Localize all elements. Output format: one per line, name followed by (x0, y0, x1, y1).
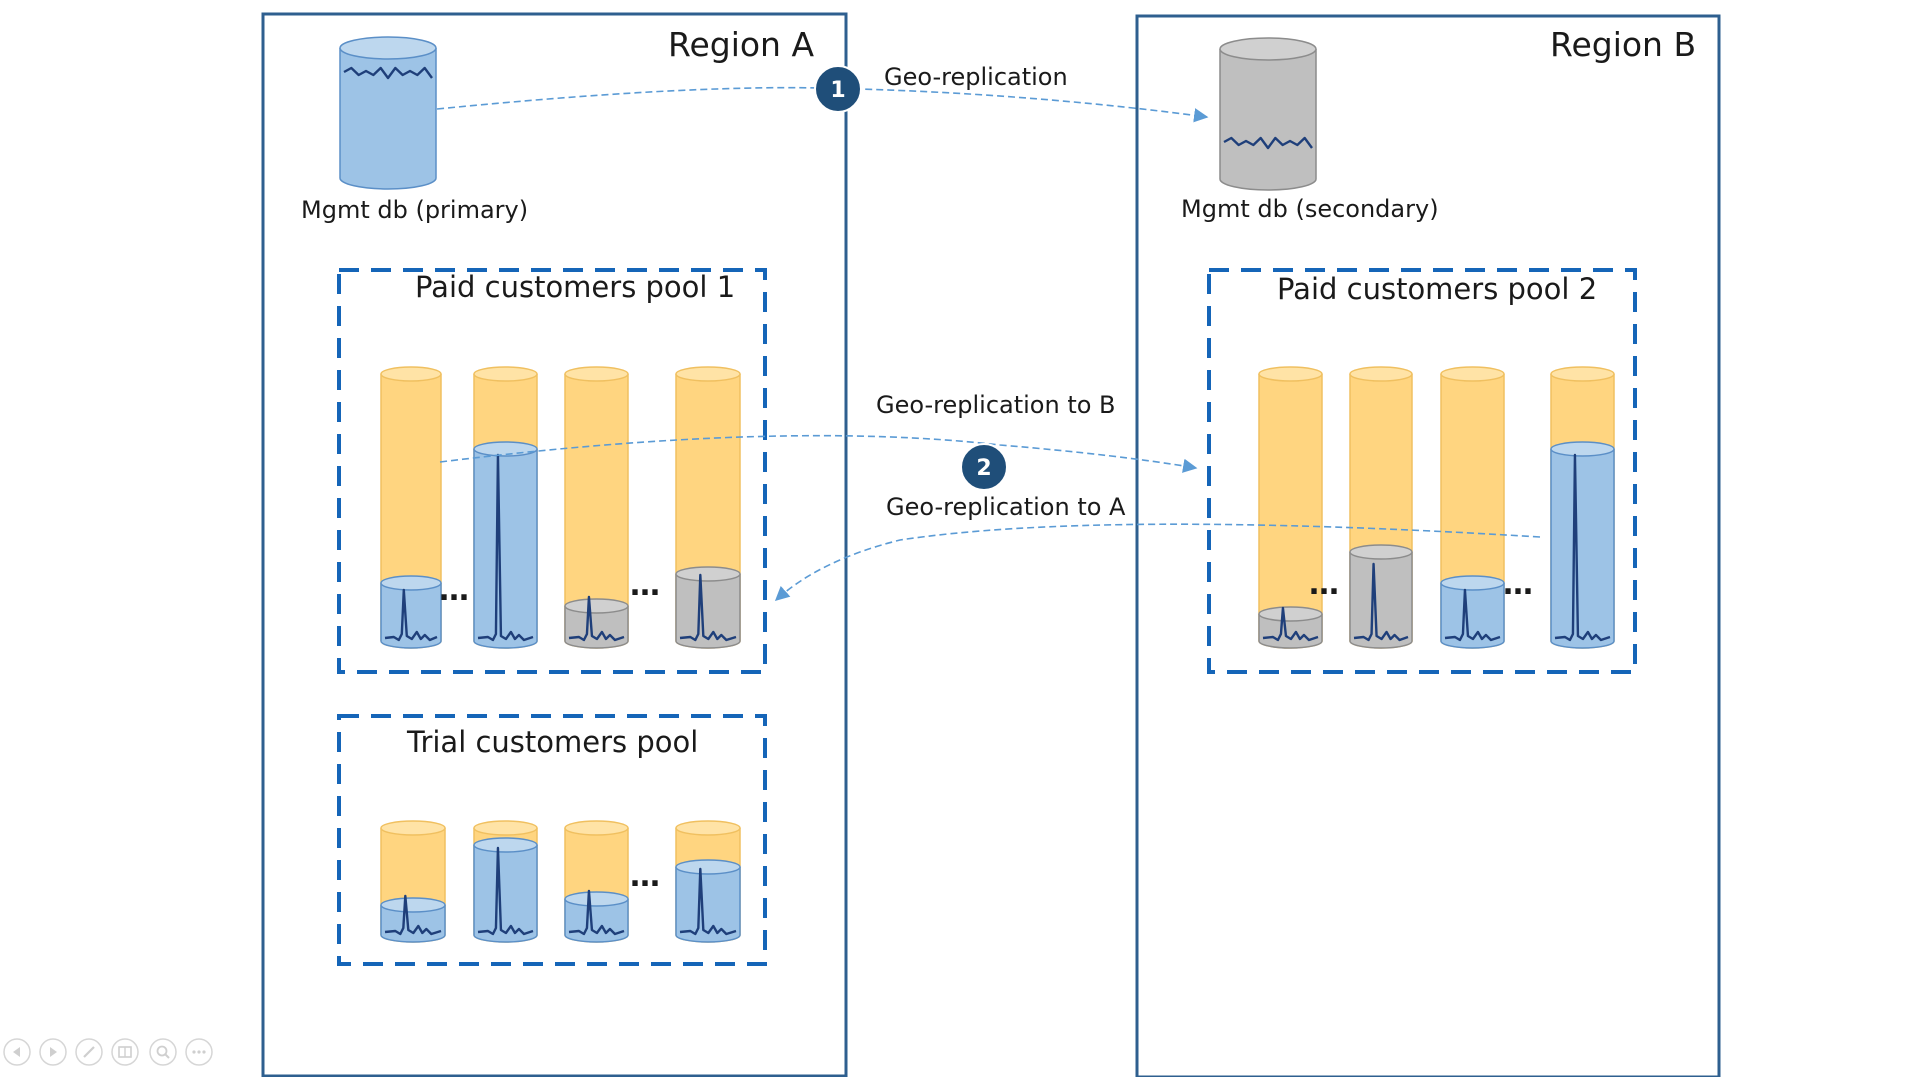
tenant-db-cylinder (380, 366, 442, 649)
ellipsis: … (630, 859, 660, 894)
geo-replication-to-a-label: Geo-replication to A (886, 493, 1126, 521)
mgmt-db-primary-label: Mgmt db (primary) (301, 196, 528, 224)
tenant-db-cylinder (380, 820, 446, 943)
region-b-frame (1135, 14, 1721, 1077)
tenant-db-cylinder (1349, 366, 1413, 649)
svg-text:1: 1 (830, 78, 845, 103)
zoom-icon[interactable] (149, 1038, 177, 1066)
previous-icon[interactable] (3, 1038, 31, 1066)
tenant-db-cylinder (564, 820, 629, 943)
paid-pool-2-label: Paid customers pool 2 (1277, 272, 1597, 306)
geo-replication-label: Geo-replication (884, 63, 1068, 91)
tenant-db-cylinder (1258, 366, 1323, 649)
geo-replication-to-b-label: Geo-replication to B (876, 391, 1116, 419)
trial-pool-frame (337, 714, 767, 966)
tenant-db-cylinder (473, 366, 538, 649)
ellipsis: … (630, 568, 660, 603)
geo-replication-to-a-arrow (774, 523, 1541, 601)
paid-pool-2-frame (1207, 268, 1637, 674)
tenant-db-cylinder (1440, 366, 1505, 649)
geo-replication-to-b-arrow (439, 434, 1198, 473)
tenant-db-cylinder (473, 820, 538, 943)
tenant-db-cylinder (675, 820, 741, 943)
pen-icon[interactable] (75, 1038, 103, 1066)
database-cylinders (339, 36, 1615, 943)
tenant-db-cylinder (564, 366, 629, 649)
region-a-frame (261, 12, 848, 1077)
tenant-db-cylinder (675, 366, 741, 649)
paid-pool-1-frame (337, 268, 767, 674)
more-icon[interactable] (185, 1038, 213, 1066)
region-a-label: Region A (668, 25, 814, 64)
svg-text:2: 2 (976, 456, 991, 481)
next-icon[interactable] (39, 1038, 67, 1066)
ellipsis: … (1309, 567, 1339, 602)
tenant-db-cylinder (1550, 366, 1615, 649)
region-b-label: Region B (1550, 25, 1696, 64)
ellipsis: … (1503, 567, 1533, 602)
mgmt-db-secondary-label: Mgmt db (secondary) (1181, 195, 1439, 223)
ellipsis: … (439, 573, 469, 608)
slides-icon[interactable] (111, 1038, 139, 1066)
mgmt-db-secondary-cylinder (1219, 37, 1317, 191)
slideshow-controls (3, 1038, 213, 1066)
trial-pool-label: Trial customers pool (406, 725, 698, 759)
step-2-badge: 2 (960, 443, 1008, 491)
paid-pool-1-label: Paid customers pool 1 (415, 270, 735, 304)
geo-replication-arrow-mgmt (436, 86, 1209, 123)
mgmt-db-primary-cylinder (339, 36, 437, 190)
step-1-badge: 1 (814, 65, 862, 113)
